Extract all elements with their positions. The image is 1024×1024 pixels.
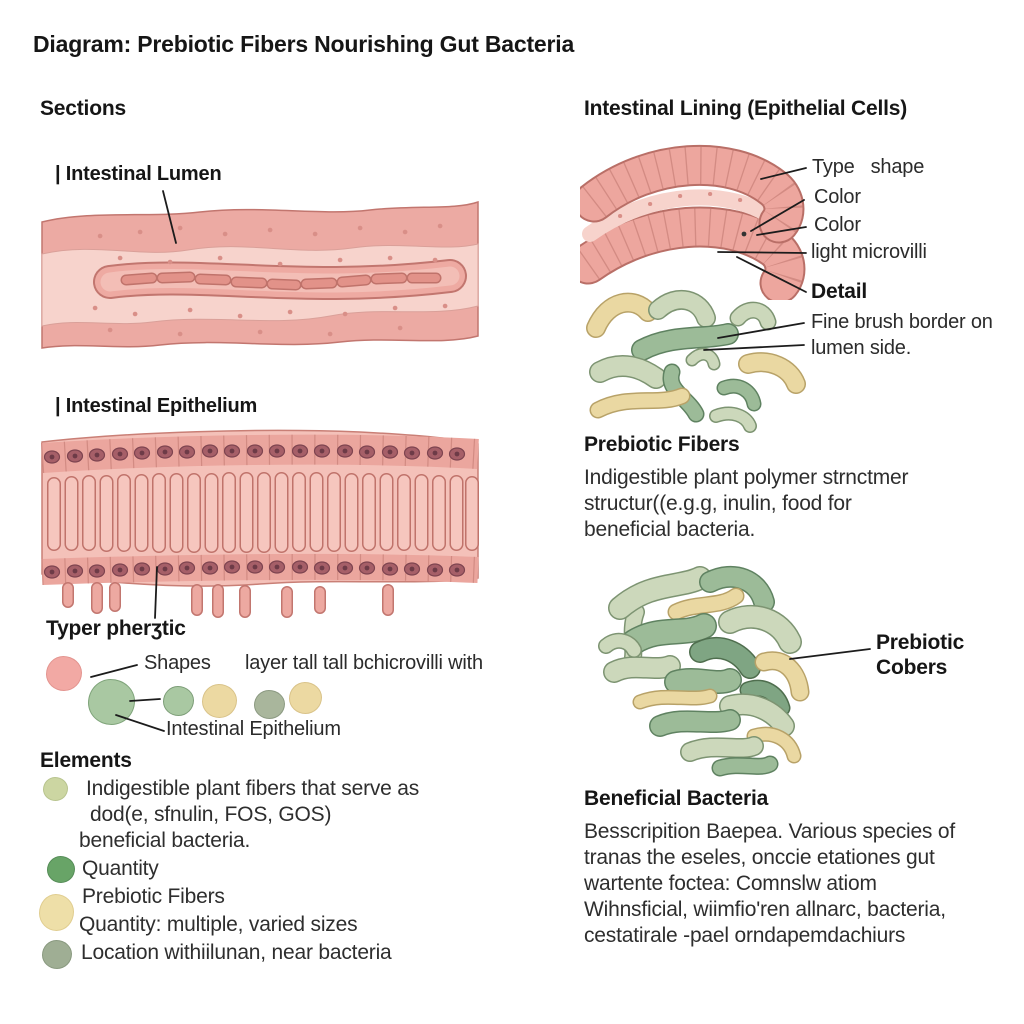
- leader-epithelium-ref: [115, 714, 165, 732]
- label-color-2: Color: [814, 214, 861, 236]
- leader-detail: [736, 256, 807, 293]
- element-line: Location withiilunan, near bacteria: [81, 941, 392, 964]
- shape-yellow-blob-2: [289, 682, 322, 714]
- layer-text: layer tall tall bchicrovilli with: [245, 652, 483, 674]
- element-line: Quantity: [82, 857, 159, 880]
- leader-light-microvilli: [717, 251, 807, 254]
- lining-heading: Intestinal Lining (Epithelial Cells): [584, 97, 907, 120]
- beneficial-line: Wihnsficial, wiimfio'ren allnarc, bacter…: [584, 898, 946, 921]
- leader-blob-row: [129, 698, 161, 702]
- lumen-illustration: [41, 200, 479, 349]
- shape-yellow-blob: [202, 684, 237, 718]
- leader-shapes: [90, 664, 138, 678]
- page-title: Diagram: Prebiotic Fibers Nourishing Gut…: [33, 31, 575, 57]
- leader-type-shape: [760, 167, 807, 180]
- label-light-microvilli: light microvilli: [811, 241, 927, 263]
- bullet-sage: [42, 940, 72, 969]
- beneficial-line: Besscripition Baepea. Various species of: [584, 820, 955, 843]
- shape-pink-blob: [46, 656, 82, 691]
- label-color-1: Color: [814, 186, 861, 208]
- elements-heading: Elements: [40, 749, 132, 772]
- sections-heading: Sections: [40, 97, 126, 120]
- prebiotic-line: structur((e.g.g, inulin, food for: [584, 492, 852, 515]
- label-type-shape: Type shape: [812, 156, 925, 178]
- leader-prebiotic-cobers: [789, 648, 871, 660]
- bullet-yellow: [39, 894, 74, 931]
- cluster-label-line2: Cobers: [876, 656, 948, 679]
- bullet-green: [47, 856, 75, 883]
- prebiotic-line: Indigestible plant polymer strnctmer: [584, 466, 909, 489]
- epithelium-label: | Intestinal Epithelium: [55, 395, 258, 417]
- shape-green-large-blob: [88, 679, 135, 725]
- prebiotic-heading: Prebiotic Fibers: [584, 433, 740, 456]
- leader-lumen: [162, 190, 177, 244]
- label-fine-brush-2: lumen side.: [811, 337, 912, 359]
- marker-dot: [741, 231, 747, 237]
- beneficial-line: cestatirale -pael orndapemdachiurs: [584, 924, 906, 947]
- leader-fine-brush: [717, 322, 805, 339]
- leader-lumen-side: [703, 344, 805, 351]
- label-detail: Detail: [811, 280, 867, 303]
- leader-color-2: [756, 226, 807, 236]
- small-bacteria-cluster: [586, 290, 806, 433]
- prebiotic-line: beneficial bacteria.: [584, 518, 756, 541]
- beneficial-line: wartente foctea: Comnslw atiom: [584, 872, 877, 895]
- epithelium-illustration: [40, 429, 479, 618]
- element-line: Quantity: multiple, varied sizes: [79, 913, 358, 936]
- shape-green-small-blob: [163, 686, 194, 716]
- element-line: Prebiotic Fibers: [82, 885, 225, 908]
- epithelium-ref-label: Intestinal Epithelium: [166, 718, 341, 740]
- shapes-label: Shapes: [144, 652, 211, 674]
- element-line: Indigestible plant fibers that serve as: [86, 777, 420, 800]
- lumen-label: | Intestinal Lumen: [55, 163, 222, 185]
- element-line: beneficial bacteria.: [79, 829, 251, 852]
- leader-color-1: [750, 199, 805, 232]
- cluster-label-line1: Prebiotic: [876, 631, 965, 654]
- label-fine-brush-1: Fine brush border on: [811, 311, 993, 333]
- bullet-lightgreen: [43, 777, 68, 801]
- lining-illustration: [580, 144, 806, 300]
- element-line: dod(e, sfnulin, FOS, GOS): [90, 803, 332, 826]
- beneficial-heading: Beneficial Bacteria: [584, 787, 769, 810]
- shape-graygreen-blob: [254, 690, 285, 719]
- beneficial-line: tranas the eseles, onccie etationes gut: [584, 846, 935, 869]
- big-bacteria-cluster: [598, 565, 810, 777]
- leader-typer: [154, 566, 158, 619]
- type-heading: Typer pherʒtic: [46, 617, 186, 640]
